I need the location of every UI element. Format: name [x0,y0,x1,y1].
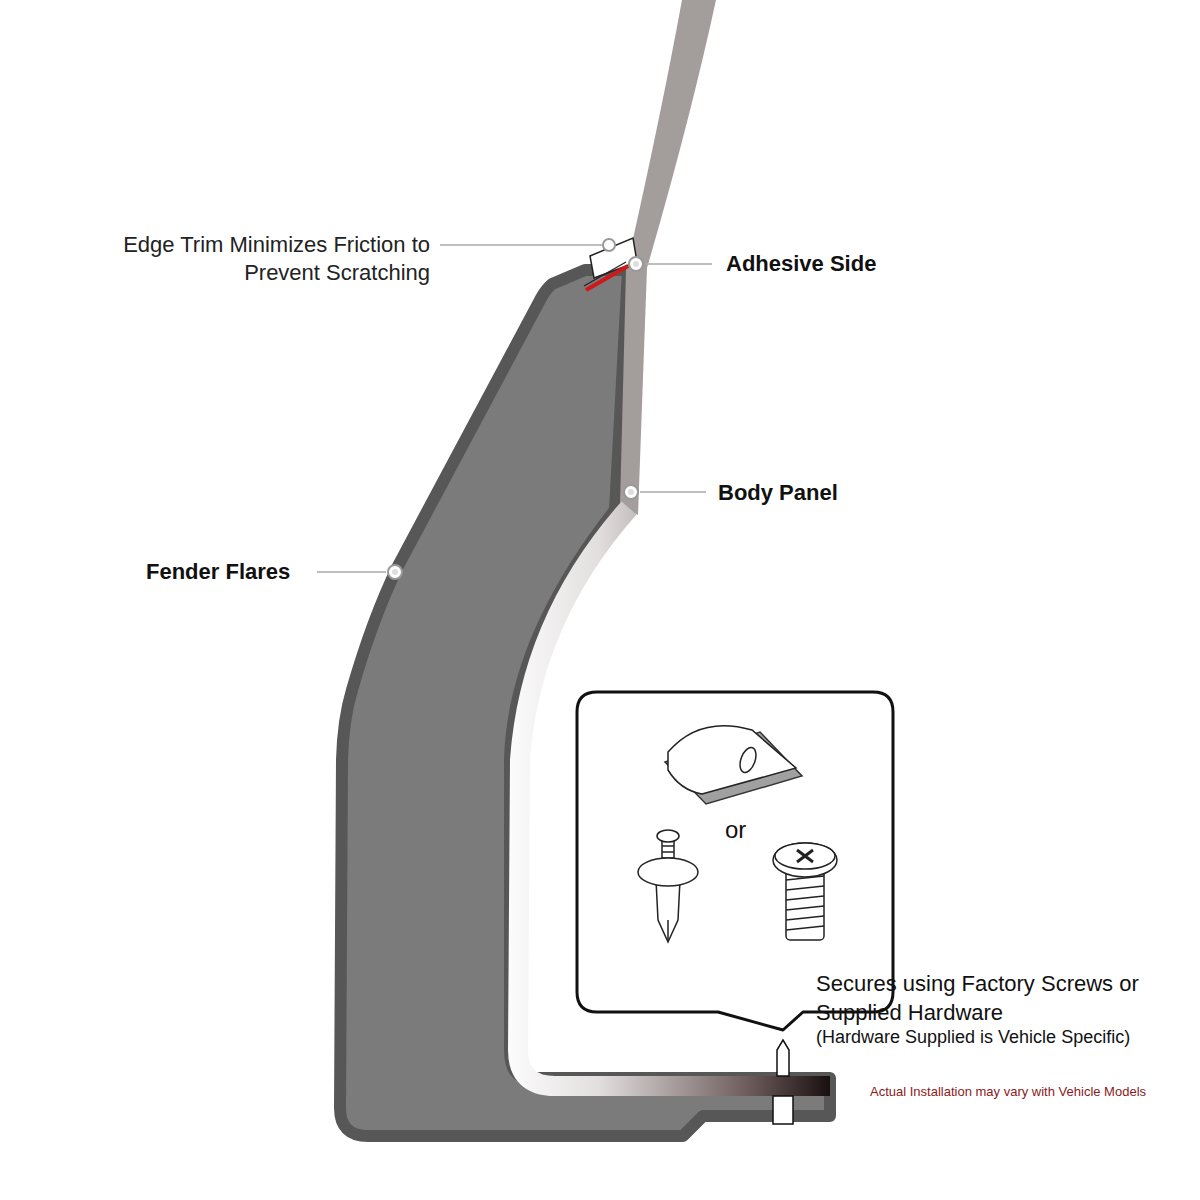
push-rivet-icon [638,830,698,942]
bubble-outline [577,692,893,1030]
part-label: Adhesive Side [726,251,946,277]
fastener-top [777,1040,789,1076]
label-wrap: Adhesive Side [726,251,946,277]
label-wrap: (Hardware Supplied is Vehicle Specific) [816,1026,1188,1048]
label-wrap: Secures using Factory Screws or Supplied… [816,969,1176,1027]
leader-dot-core [633,261,639,267]
leader-lines [317,245,712,572]
part-label: Body Panel [718,480,938,506]
separator-word: or [725,815,746,845]
part-label: Fender Flares [146,559,316,585]
adhesive-strip-edge [584,262,626,286]
hardware-note: Secures using Factory Screws or Supplied… [816,969,1176,1027]
label-wrap: Actual Installation may vary with Vehicl… [870,1083,1190,1100]
adhesive-strip [586,266,628,290]
label-wrap: Body Panel [718,480,938,506]
label-wrap: Fender Flares [146,559,316,585]
clip-icon [665,726,802,804]
label-wrap: Edge Trim Minimizes Friction to Prevent … [80,231,430,287]
body-panel-band [620,0,716,515]
hardware-note: (Hardware Supplied is Vehicle Specific) [816,1026,1188,1048]
installation-note: Actual Installation may vary with Vehicl… [870,1083,1190,1100]
fastener-bottom [773,1096,793,1124]
edge-trim-label: Edge Trim Minimizes Friction to Prevent … [80,231,430,287]
screw-icon [773,843,837,940]
leader-dot-core [392,569,398,575]
leader-dots [388,239,643,579]
leader-dot-core [628,489,634,495]
